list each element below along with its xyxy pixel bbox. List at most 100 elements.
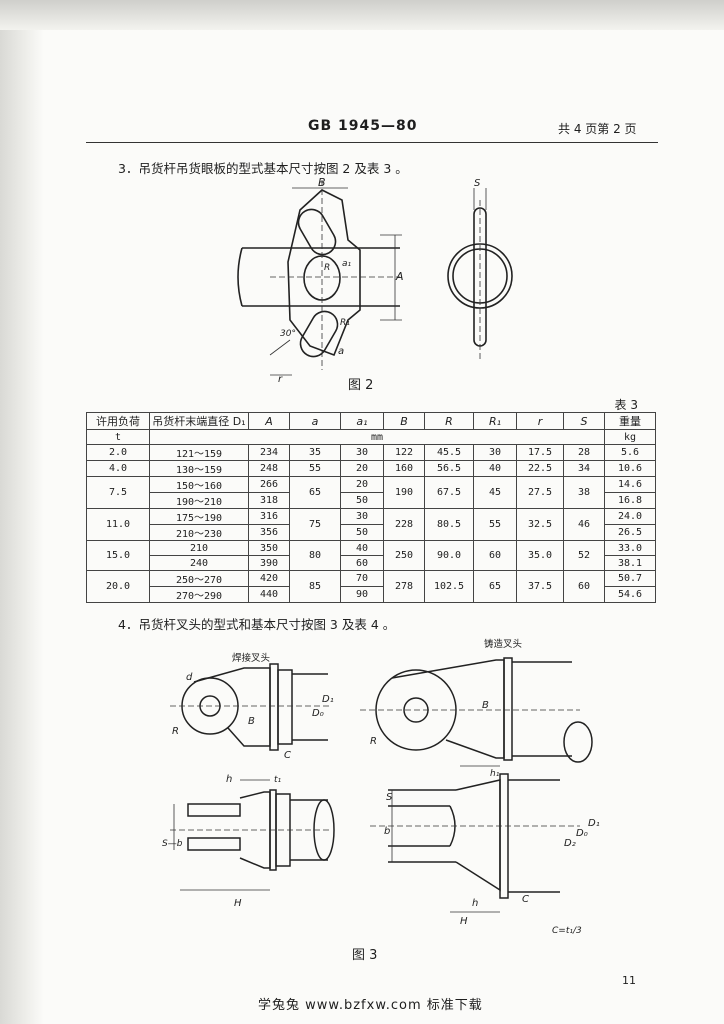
cell-S: 60	[563, 570, 605, 603]
cell-load: 11.0	[86, 508, 150, 541]
cell-R1: 55	[473, 508, 517, 541]
cell-diameter: 130～159	[149, 460, 249, 477]
cell-r: 35.0	[516, 540, 564, 571]
cell-weight: 14.6	[604, 476, 656, 493]
label-t1: t₁	[274, 775, 282, 785]
formula-C: C=t₁/3	[552, 926, 582, 936]
cell-r: 22.5	[516, 460, 564, 477]
page-info: 共 4 页第 2 页	[558, 122, 637, 136]
cell-weight: 26.5	[604, 524, 656, 541]
cell-B: 190	[383, 476, 425, 509]
cell-diameter: 270～290	[149, 586, 249, 603]
cell-R: 56.5	[424, 460, 474, 477]
cell-S: 38	[563, 476, 605, 509]
label-b-forged: b	[384, 826, 390, 837]
cell-R1: 60	[473, 540, 517, 571]
page-number: 11	[622, 974, 636, 987]
cell-R: 102.5	[424, 570, 474, 603]
cell-S: 28	[563, 444, 605, 461]
label-H-welded: H	[234, 898, 242, 909]
cell-load: 20.0	[86, 570, 150, 603]
cell-weight: 33.0	[604, 540, 656, 556]
label-D1-forged: D₁	[588, 818, 600, 829]
col-load: 许用负荷	[86, 412, 150, 430]
label-H-forged: H	[460, 916, 468, 927]
cell-diameter: 190～210	[149, 492, 249, 509]
cell-diameter: 175～190	[149, 508, 249, 525]
cell-R: 90.0	[424, 540, 474, 571]
cell-a: 65	[289, 476, 341, 509]
cell-weight: 50.7	[604, 570, 656, 587]
cell-a: 35	[289, 444, 341, 461]
col-B: B	[383, 412, 425, 430]
unit-kg: kg	[604, 429, 656, 445]
cell-a: 85	[289, 570, 341, 603]
page-top-edge	[0, 0, 724, 30]
table-3: 许用负荷 吊货杆末端直径 D₁ A a a₁ B R R₁ r S 重量 t m…	[86, 412, 656, 603]
cell-a1: 50	[340, 524, 384, 541]
cell-B: 250	[383, 540, 425, 571]
figure-3-drawing: d R B C D₀ D₁ R B h t₁ S—b H S b h₁ h H …	[162, 657, 600, 927]
label-C-welded: C	[284, 750, 291, 761]
dim-A-label: A	[395, 270, 404, 283]
cell-a1: 30	[340, 508, 384, 525]
label-h-forged: h	[472, 898, 478, 909]
figure-3-caption: 图 3	[352, 948, 378, 963]
cell-load: 7.5	[86, 476, 150, 509]
cell-A: 390	[248, 555, 290, 571]
label-R-welded: R	[172, 726, 179, 737]
cell-a1: 60	[340, 555, 384, 571]
label-S-b: S—b	[162, 839, 183, 849]
cell-A: 316	[248, 508, 290, 525]
dim-S-label: S	[474, 178, 481, 189]
cell-r: 37.5	[516, 570, 564, 603]
cell-B: 160	[383, 460, 425, 477]
label-d: d	[186, 672, 193, 683]
table-unit-row: t mm kg	[86, 429, 656, 445]
cell-R1: 40	[473, 460, 517, 477]
cell-weight: 5.6	[604, 444, 656, 461]
col-A: A	[248, 412, 290, 430]
col-a1: a₁	[340, 412, 384, 430]
cell-a1: 30	[340, 444, 384, 461]
cell-a1: 40	[340, 540, 384, 556]
col-r: r	[516, 412, 564, 430]
cell-weight: 38.1	[604, 555, 656, 571]
label-S-forged: S	[386, 792, 393, 803]
cell-A: 318	[248, 492, 290, 509]
cell-diameter: 240	[149, 555, 249, 571]
label-D0-welded: D₀	[312, 708, 324, 719]
table-row: 20.0 250～270 420 85 70 278 102.5 65 37.5…	[86, 570, 656, 603]
cell-load: 2.0	[86, 444, 150, 461]
header-rule	[86, 142, 658, 143]
cell-weight: 24.0	[604, 508, 656, 525]
section-4-text: 4．吊货杆叉头的型式和基本尺寸按图 3 及表 4 。	[118, 617, 396, 632]
label-h1: h₁	[490, 769, 500, 779]
figure-2-caption: 图 2	[348, 378, 374, 393]
table-row: 4.0 130～159 248 55 20 160 56.5 40 22.5 3…	[86, 460, 656, 477]
cell-a1: 90	[340, 586, 384, 603]
label-R-forged: R	[370, 736, 377, 747]
table-row: 7.5 150～160 266 65 20 190 67.5 45 27.5 3…	[86, 476, 656, 509]
col-a: a	[289, 412, 341, 430]
figure-2-drawing: B A a a₁ R₁ 30° r R S	[237, 176, 513, 385]
dim-B-label: B	[318, 176, 326, 189]
label-h-welded: h	[226, 774, 232, 785]
label-C-forged: C	[522, 894, 529, 905]
cell-A: 234	[248, 444, 290, 461]
label-B-forged: B	[482, 700, 489, 711]
cell-B: 278	[383, 570, 425, 603]
cell-diameter: 150～160	[149, 476, 249, 493]
cell-S: 34	[563, 460, 605, 477]
cell-R: 67.5	[424, 476, 474, 509]
cell-B: 122	[383, 444, 425, 461]
dim-R-label: R	[324, 263, 330, 273]
angle-label: 30°	[280, 329, 296, 339]
cell-weight: 54.6	[604, 586, 656, 603]
cell-A: 350	[248, 540, 290, 556]
standard-number: GB 1945—80	[308, 118, 418, 134]
col-R: R	[424, 412, 474, 430]
cell-r: 27.5	[516, 476, 564, 509]
table-row: 270～290 440 90 54.6	[87, 586, 656, 603]
label-B-welded: B	[248, 716, 255, 727]
